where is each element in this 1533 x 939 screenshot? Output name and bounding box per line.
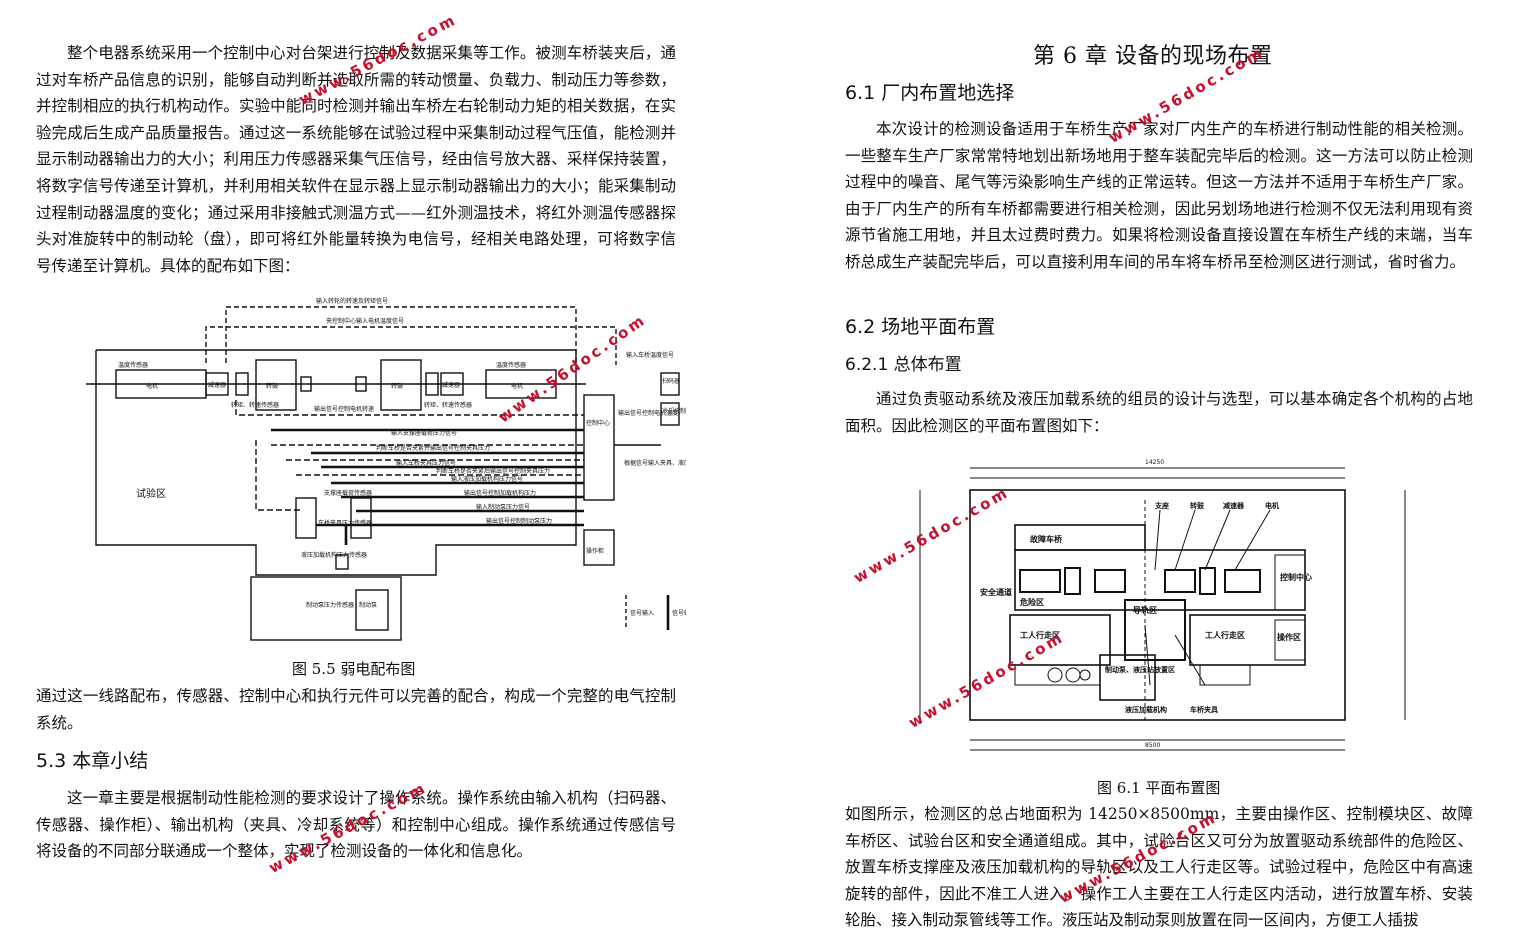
diagram1-line-8: 输出信号控制制动泵压力 <box>486 517 552 525</box>
figure-6-1-caption: 图 6.1 平面布置图 <box>1097 779 1221 797</box>
plan-danger: 危险区 <box>1019 597 1044 607</box>
plan-walk-left: 工人行走区 <box>1020 630 1060 640</box>
diagram1-operator-cabinet: 操作柜 <box>586 547 604 555</box>
plan-support: 支座 <box>1154 501 1169 510</box>
diagram1-line-2: 判断车桥是否夹紧并输出信号控制夹具压力 <box>376 444 490 452</box>
plan-fault-axle: 故障车桥 <box>1030 534 1063 544</box>
floor-plan-diagram: 故障车桥 安全通道 危险区 工人行走区 工人行走区 控制中心 操作区 导轨区 制… <box>919 459 1406 751</box>
diagram1-torque-sensor-l: 转矩、转速传感器 <box>231 401 279 409</box>
plan-clamp: 车桥夹具 <box>1190 705 1218 714</box>
plan-hydraulic-mech: 液压加载机构 <box>1125 705 1167 714</box>
diagram1-mid-label: 输出信号控制电机转速 <box>314 405 374 413</box>
diagram1-hydraulic: 液压加载机构压力传感器 <box>301 551 367 559</box>
plan-dim-bottom: 8500 <box>1145 742 1160 749</box>
diagram1-temp-sensor-r: 温度传感器 <box>496 361 526 369</box>
diagram1-cooler: 冷却控制器 <box>662 407 686 415</box>
diagram1-right-label: 根据信号输入夹具、液压、制动泵压力信号 <box>624 459 686 467</box>
right-paragraph-1: 本次设计的检测设备适用于车桥生产厂家对厂内生产的车桥进行制动性能的相关检测。一些… <box>845 120 1473 271</box>
diagram1-line-3: 输入车桥夹具压力信号 <box>396 459 456 467</box>
left-paragraph-1: 整个电器系统采用一个控制中心对台架进行控制及数据采集等工作。被测车桥装夹后，通过… <box>36 44 676 275</box>
diagram1-reducer-r: 减速器 <box>442 381 460 389</box>
plan-operation: 操作区 <box>1277 632 1301 642</box>
plan-motor: 电机 <box>1265 501 1279 510</box>
plan-pump: 制动泵、液压站放置区 <box>1105 665 1175 674</box>
diagram1-line-7: 输入制动泵压力信号 <box>476 503 530 511</box>
diagram1-motor-r: 电机 <box>511 382 523 390</box>
diagram1-input-temp: 输入车桥温度信号 <box>626 351 674 359</box>
plan-safety: 安全通道 <box>980 587 1012 597</box>
section-6-2-1-title: 6.2.1 总体布置 <box>845 355 962 375</box>
section-5-3-title: 5.3 本章小结 <box>36 750 149 772</box>
plan-control: 控制中心 <box>1280 572 1312 582</box>
section-6-1-title: 6.1 厂内布置地选择 <box>845 82 1015 104</box>
plan-dim-top: 14250 <box>1145 459 1164 466</box>
diagram1-clamp: 车桥夹具压力传感器 <box>318 519 372 527</box>
diagram1-scanner: 扫码器 <box>662 377 680 385</box>
left-paragraph-3: 这一章主要是根据制动性能检测的要求设计了操作系统。操作系统由输入机构（扫码器、传… <box>36 789 676 861</box>
diagram1-temp-sensor-l: 温度传感器 <box>118 361 148 369</box>
plan-flywheel: 转鼓 <box>1190 501 1205 510</box>
diagram1-control-center: 控制中心 <box>586 419 610 427</box>
diagram1-top-label2: 夹控制中心输入电机温度信号 <box>326 317 404 325</box>
diagram1-motor-l: 电机 <box>146 382 158 390</box>
diagram1-line-1: 输入支撑座载荷压力信号 <box>391 429 457 437</box>
section-6-2-title: 6.2 场地平面布置 <box>845 316 996 338</box>
diagram1-line-4: 判断车桥是否夹紧后输出信号控制夹具压力 <box>436 467 550 475</box>
diagram1-top-label1: 输入转轮的转速及转矩信号 <box>316 297 388 305</box>
diagram1-flywheel-l: 转鼓 <box>266 382 278 390</box>
right-paragraph-3: 如图所示，检测区的总占地面积为 14250×8500mm，主要由操作区、控制模块… <box>845 805 1473 930</box>
plan-guide: 导轨区 <box>1133 605 1157 615</box>
diagram1-torque-sensor-r: 转矩、转速传感器 <box>424 401 472 409</box>
diagram1-test-area: 试验区 <box>136 487 166 500</box>
diagram1-support-sensor: 支撑座载荷传感器 <box>324 489 372 497</box>
diagram1-flywheel-r: 转鼓 <box>391 382 403 390</box>
figure-5-5-caption: 图 5.5 弱电配布图 <box>292 660 416 678</box>
diagram1-line-6: 输出信号控制加载机构压力 <box>464 489 536 497</box>
diagram1-output-label: 输出信号控制电机温度 <box>618 409 678 417</box>
weak-current-diagram: 输入转轮的转速及转矩信号 夹控制中心输入电机温度信号 温度传感器 温度传感器 电… <box>86 297 686 641</box>
diagram1-reducer-l: 减速器 <box>208 381 226 389</box>
right-paragraph-2: 通过负责驱动系统及液压加载系统的组员的设计与选型，可以基本确定各个机构的占地面积… <box>845 390 1473 435</box>
diagram1-line-5: 输入液压加载机构压力信号 <box>451 475 523 483</box>
chapter-6-title: 第 6 章 设备的现场布置 <box>1033 44 1273 69</box>
plan-reducer: 减速器 <box>1223 501 1245 510</box>
left-paragraph-2: 通过这一线路配布，传感器、控制中心和执行元件可以完善的配合，构成一个完整的电气控… <box>36 687 676 732</box>
diagram1-signal-in: 信号输入 <box>630 609 654 617</box>
diagram1-brake-pump: 制动泵 <box>359 601 377 609</box>
plan-walk-right: 工人行走区 <box>1205 630 1245 640</box>
diagram1-brake-pressure: 制动泵压力传感器 <box>306 601 354 609</box>
